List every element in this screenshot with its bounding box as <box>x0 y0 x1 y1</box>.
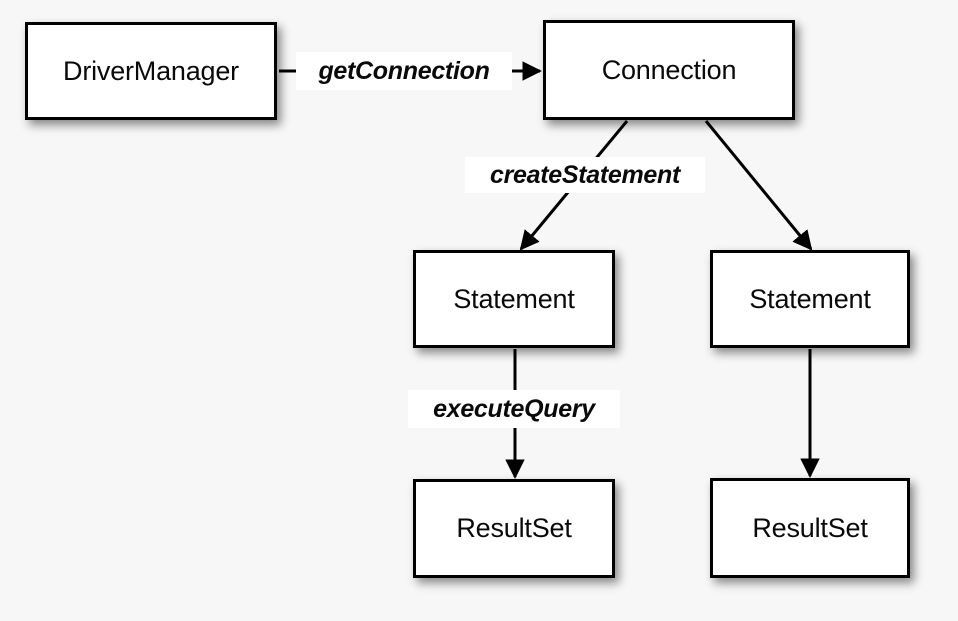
node-drivermanager-label: DriverManager <box>63 55 239 86</box>
node-connection-label: Connection <box>601 54 737 85</box>
edge-createstatement-2 <box>704 120 813 251</box>
edge-label-createstatement: createStatement <box>465 157 705 193</box>
node-drivermanager[interactable]: DriverManager <box>25 22 277 120</box>
node-resultset-left[interactable]: ResultSet <box>413 479 615 578</box>
node-resultset-right[interactable]: ResultSet <box>710 478 910 578</box>
edge-label-getconnection: getConnection <box>296 52 512 90</box>
node-statement-right-label: Statement <box>749 283 871 314</box>
node-resultset-left-label: ResultSet <box>456 513 572 543</box>
node-resultset-right-label: ResultSet <box>752 512 868 543</box>
edge-label-executequery: executeQuery <box>408 390 620 428</box>
node-connection[interactable]: Connection <box>543 20 795 120</box>
node-statement-right[interactable]: Statement <box>710 250 910 348</box>
node-statement-left[interactable]: Statement <box>413 250 615 348</box>
node-statement-left-label: Statement <box>453 283 575 314</box>
